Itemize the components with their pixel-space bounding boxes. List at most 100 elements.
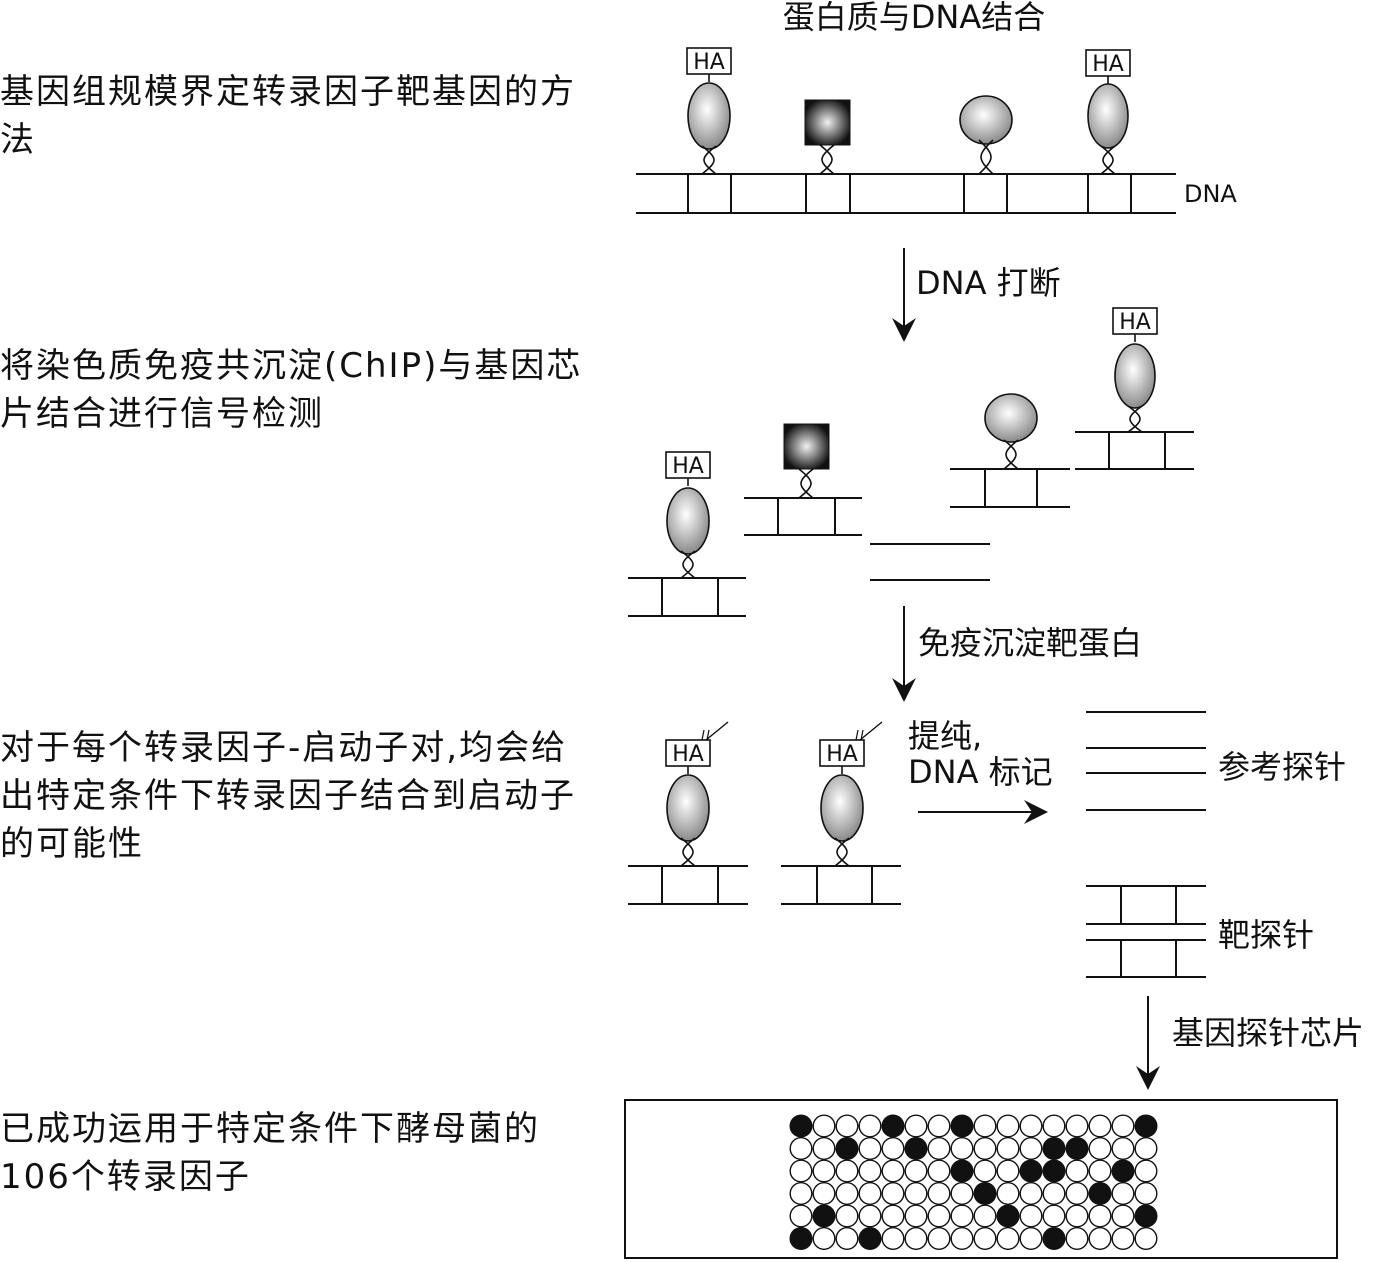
step-title: 蛋白质与DNA结合	[783, 0, 1045, 36]
spot-unbound	[1111, 1226, 1135, 1250]
spot-unbound	[812, 1226, 836, 1250]
spot-bound	[1019, 1159, 1043, 1183]
spot-unbound	[1134, 1226, 1158, 1250]
spot-unbound	[1019, 1226, 1043, 1250]
target-probe-dna	[1086, 885, 1206, 978]
ha-tag-label: HA	[1119, 310, 1151, 335]
spot-unbound	[1134, 1159, 1158, 1183]
dna-helix	[680, 550, 694, 579]
round-protein	[959, 95, 1013, 145]
spot-unbound	[1088, 1204, 1112, 1228]
spot-unbound	[1065, 1181, 1089, 1205]
spot-unbound	[789, 1159, 813, 1183]
spot-unbound	[812, 1136, 836, 1160]
spot-unbound	[1134, 1181, 1158, 1205]
spot-bound	[789, 1226, 813, 1250]
spot-bound	[835, 1136, 859, 1160]
spot-unbound	[1111, 1181, 1135, 1205]
ha-tagged-protein	[1114, 343, 1156, 409]
spot-unbound	[927, 1204, 951, 1228]
spot-unbound	[812, 1181, 836, 1205]
spot-unbound	[996, 1114, 1020, 1138]
microarray-frame	[624, 1099, 1338, 1259]
spot-unbound	[927, 1136, 951, 1160]
ha-tagged-protein	[687, 82, 731, 150]
note-2: 将染色质免疫共沉淀(ChIP)与基因芯片结合进行信号检测	[0, 346, 583, 434]
spot-bound	[858, 1226, 882, 1250]
spot-unbound	[1065, 1159, 1089, 1183]
spot-bound	[1042, 1226, 1066, 1250]
spot-bound	[950, 1159, 974, 1183]
ha-tagged-protein	[666, 487, 710, 555]
spot-unbound	[1042, 1204, 1066, 1228]
label-purify: 提纯,	[908, 717, 982, 755]
spot-unbound	[1111, 1114, 1135, 1138]
square-protein	[804, 99, 851, 146]
spot-unbound	[1088, 1159, 1112, 1183]
spot-bound	[1111, 1159, 1135, 1183]
dna-helix	[798, 468, 812, 499]
spot-unbound	[996, 1159, 1020, 1183]
spot-unbound	[1065, 1114, 1089, 1138]
spot-bound	[1088, 1181, 1112, 1205]
spot-unbound	[1042, 1114, 1066, 1138]
dna-helix	[819, 144, 833, 175]
spot-bound	[881, 1114, 905, 1138]
spot-unbound	[973, 1159, 997, 1183]
spot-unbound	[835, 1114, 859, 1138]
spot-unbound	[927, 1226, 951, 1250]
spot-bound	[1134, 1204, 1158, 1228]
spot-bound	[1134, 1114, 1158, 1138]
spot-unbound	[789, 1181, 813, 1205]
dna-helix	[1127, 405, 1141, 433]
spot-unbound	[812, 1114, 836, 1138]
ha-tag-label: HA	[672, 742, 704, 767]
ha-tag-label: HA	[693, 50, 725, 75]
ha-tag-box	[819, 739, 865, 767]
spot-unbound	[858, 1114, 882, 1138]
spot-unbound	[1111, 1204, 1135, 1228]
spot-unbound	[1088, 1114, 1112, 1138]
label-target-probe: 靶探针	[1218, 916, 1314, 954]
spot-unbound	[789, 1204, 813, 1228]
spot-unbound	[973, 1226, 997, 1250]
spot-unbound	[927, 1114, 951, 1138]
spot-unbound	[858, 1136, 882, 1160]
spot-unbound	[881, 1204, 905, 1228]
spot-bound	[950, 1114, 974, 1138]
spot-unbound	[1065, 1204, 1089, 1228]
spot-unbound	[858, 1181, 882, 1205]
spot-bound	[1042, 1159, 1066, 1183]
note-4: 已成功运用于特定条件下酵母菌的106个转录因子	[0, 1109, 540, 1197]
ha-tag-box	[686, 47, 732, 75]
reference-probe-lines	[1086, 711, 1206, 811]
label-ip: 免疫沉淀靶蛋白	[918, 624, 1142, 662]
spot-unbound	[973, 1114, 997, 1138]
label-reference-probe: 参考探针	[1218, 748, 1346, 786]
label-dna-label: DNA 标记	[908, 753, 1053, 791]
spot-unbound	[996, 1181, 1020, 1205]
spot-unbound	[904, 1226, 928, 1250]
spot-unbound	[1088, 1226, 1112, 1250]
spot-unbound	[835, 1226, 859, 1250]
spot-unbound	[789, 1136, 813, 1160]
spot-unbound	[1019, 1114, 1043, 1138]
ha-tag-box	[665, 451, 711, 479]
spot-unbound	[1019, 1181, 1043, 1205]
spot-unbound	[835, 1159, 859, 1183]
round-protein	[984, 393, 1038, 443]
spot-unbound	[1065, 1226, 1089, 1250]
spot-bound	[996, 1204, 1020, 1228]
ha-tag-label: HA	[826, 742, 858, 767]
spot-unbound	[904, 1181, 928, 1205]
spot-unbound	[1019, 1136, 1043, 1160]
dna-label: DNA	[1184, 180, 1237, 208]
label-dna-shear: DNA 打断	[916, 264, 1061, 302]
spot-unbound	[904, 1204, 928, 1228]
spot-bound	[812, 1204, 836, 1228]
spot-unbound	[858, 1159, 882, 1183]
spot-unbound	[1134, 1136, 1158, 1160]
